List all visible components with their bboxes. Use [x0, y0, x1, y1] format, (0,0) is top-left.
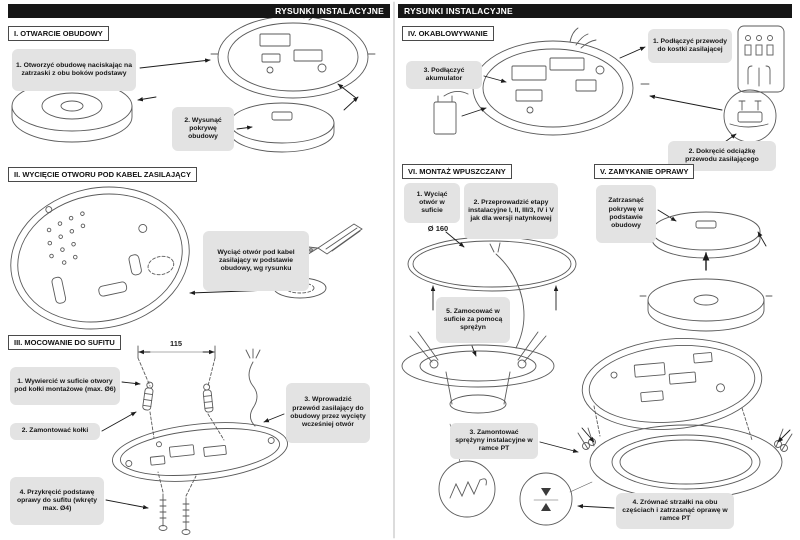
ceiling-mounting-drawing — [101, 345, 289, 535]
open-housing-step1-callout: 1. Otworzyć obudowę naciskając na zatrza… — [12, 49, 136, 91]
left-page-title: RYSUNKI INSTALACYJNE — [275, 6, 384, 16]
recessed-fixture-with-springs-drawing — [401, 331, 555, 414]
right-page-header-bar: RYSUNKI INSTALACYJNE — [398, 4, 792, 18]
recessed-step5-callout: 5. Zamocować w suficie za pomocą sprężyn — [436, 297, 510, 343]
section-closing-title: V. ZAMYKANIE OPRAWY — [594, 164, 695, 179]
wiring-step2-callout: 2. Dokręcić odciążkę przewodu zasilające… — [668, 141, 776, 171]
screw-drawing — [157, 471, 197, 535]
section-cut-hole-title: II. WYCIĘCIE OTWORU POD KABEL ZASILAJĄCY — [8, 167, 197, 182]
battery-drawing — [433, 91, 487, 135]
wiring-step3-callout: 3. Podłączyć akumulator — [406, 61, 482, 89]
closing-exploded-drawing — [639, 209, 773, 332]
utility-knife-drawing — [299, 223, 363, 277]
open-housing-step2-callout: 2. Wysunąć pokrywę obudowy — [172, 107, 234, 151]
cut-hole-note-callout: Wyciąć otwór pod kabel zasilający w pods… — [203, 231, 309, 291]
ceiling-mount-step2-callout: 2. Zamontować kołki — [10, 423, 100, 440]
wall-anchor-drawing — [202, 383, 214, 413]
section-ceiling-mount-title: III. MOCOWANIE DO SUFITU — [8, 335, 121, 350]
wiring-step1-callout: 1. Podłączyć przewody do kostki zasilają… — [648, 29, 732, 63]
fixture-base-tilted-drawing — [111, 422, 289, 482]
dimension-160-label: Ø 160 — [427, 224, 449, 233]
wiring-fixture-top-view-drawing — [457, 27, 650, 136]
ceiling-mount-step3-callout: 3. Wprowadzić przewód zasilający do obud… — [286, 383, 370, 443]
recessed-step4-callout: 4. Zrównać strzałki na obu częściach i z… — [616, 493, 734, 529]
recessed-step3-callout: 3. Zamontować sprężyny instalacyjne w ra… — [450, 423, 538, 459]
terminal-block-drawing — [737, 25, 785, 93]
base-perforation-drawing — [10, 186, 190, 330]
left-page-header-bar: RYSUNKI INSTALACYJNE — [8, 4, 390, 18]
open-housing-top-view-drawing — [139, 4, 376, 99]
arrow-alignment-detail-drawing — [519, 472, 593, 526]
ceiling-mount-step1-callout: 1. Wywiercić w suficie otwory pod kołki … — [10, 367, 120, 405]
section-open-housing-title: I. OTWARCIE OBUDOWY — [8, 26, 109, 41]
recessed-step2-callout: 2. Przeprowadzić etapy instalacyjne I, I… — [464, 183, 558, 239]
ceiling-mount-step4-callout: 4. Przykręcić podstawę oprawy do sufitu … — [10, 477, 104, 525]
power-cable-drawing — [245, 348, 261, 427]
wall-anchor-drawing — [142, 381, 154, 411]
section-wiring-title: IV. OKABLOWYWANIE — [402, 26, 494, 41]
pt-frame-ring-drawing — [577, 405, 793, 500]
base-top-view-large-drawing — [581, 338, 763, 430]
recessed-step1-callout: 1. Wyciąć otwór w suficie — [404, 183, 460, 223]
strain-relief-detail-drawing — [649, 89, 777, 145]
closing-note-callout: Zatrzasnąć pokrywę w podstawie obudowy — [596, 185, 656, 243]
speaker-grille-dots — [46, 211, 86, 265]
right-page-title: RYSUNKI INSTALACYJNE — [404, 6, 513, 16]
housing-cover-drawing — [229, 96, 359, 153]
section-recessed-title: VI. MONTAŻ WPUSZCZANY — [402, 164, 512, 179]
dimension-115-label: 115 — [169, 339, 183, 348]
